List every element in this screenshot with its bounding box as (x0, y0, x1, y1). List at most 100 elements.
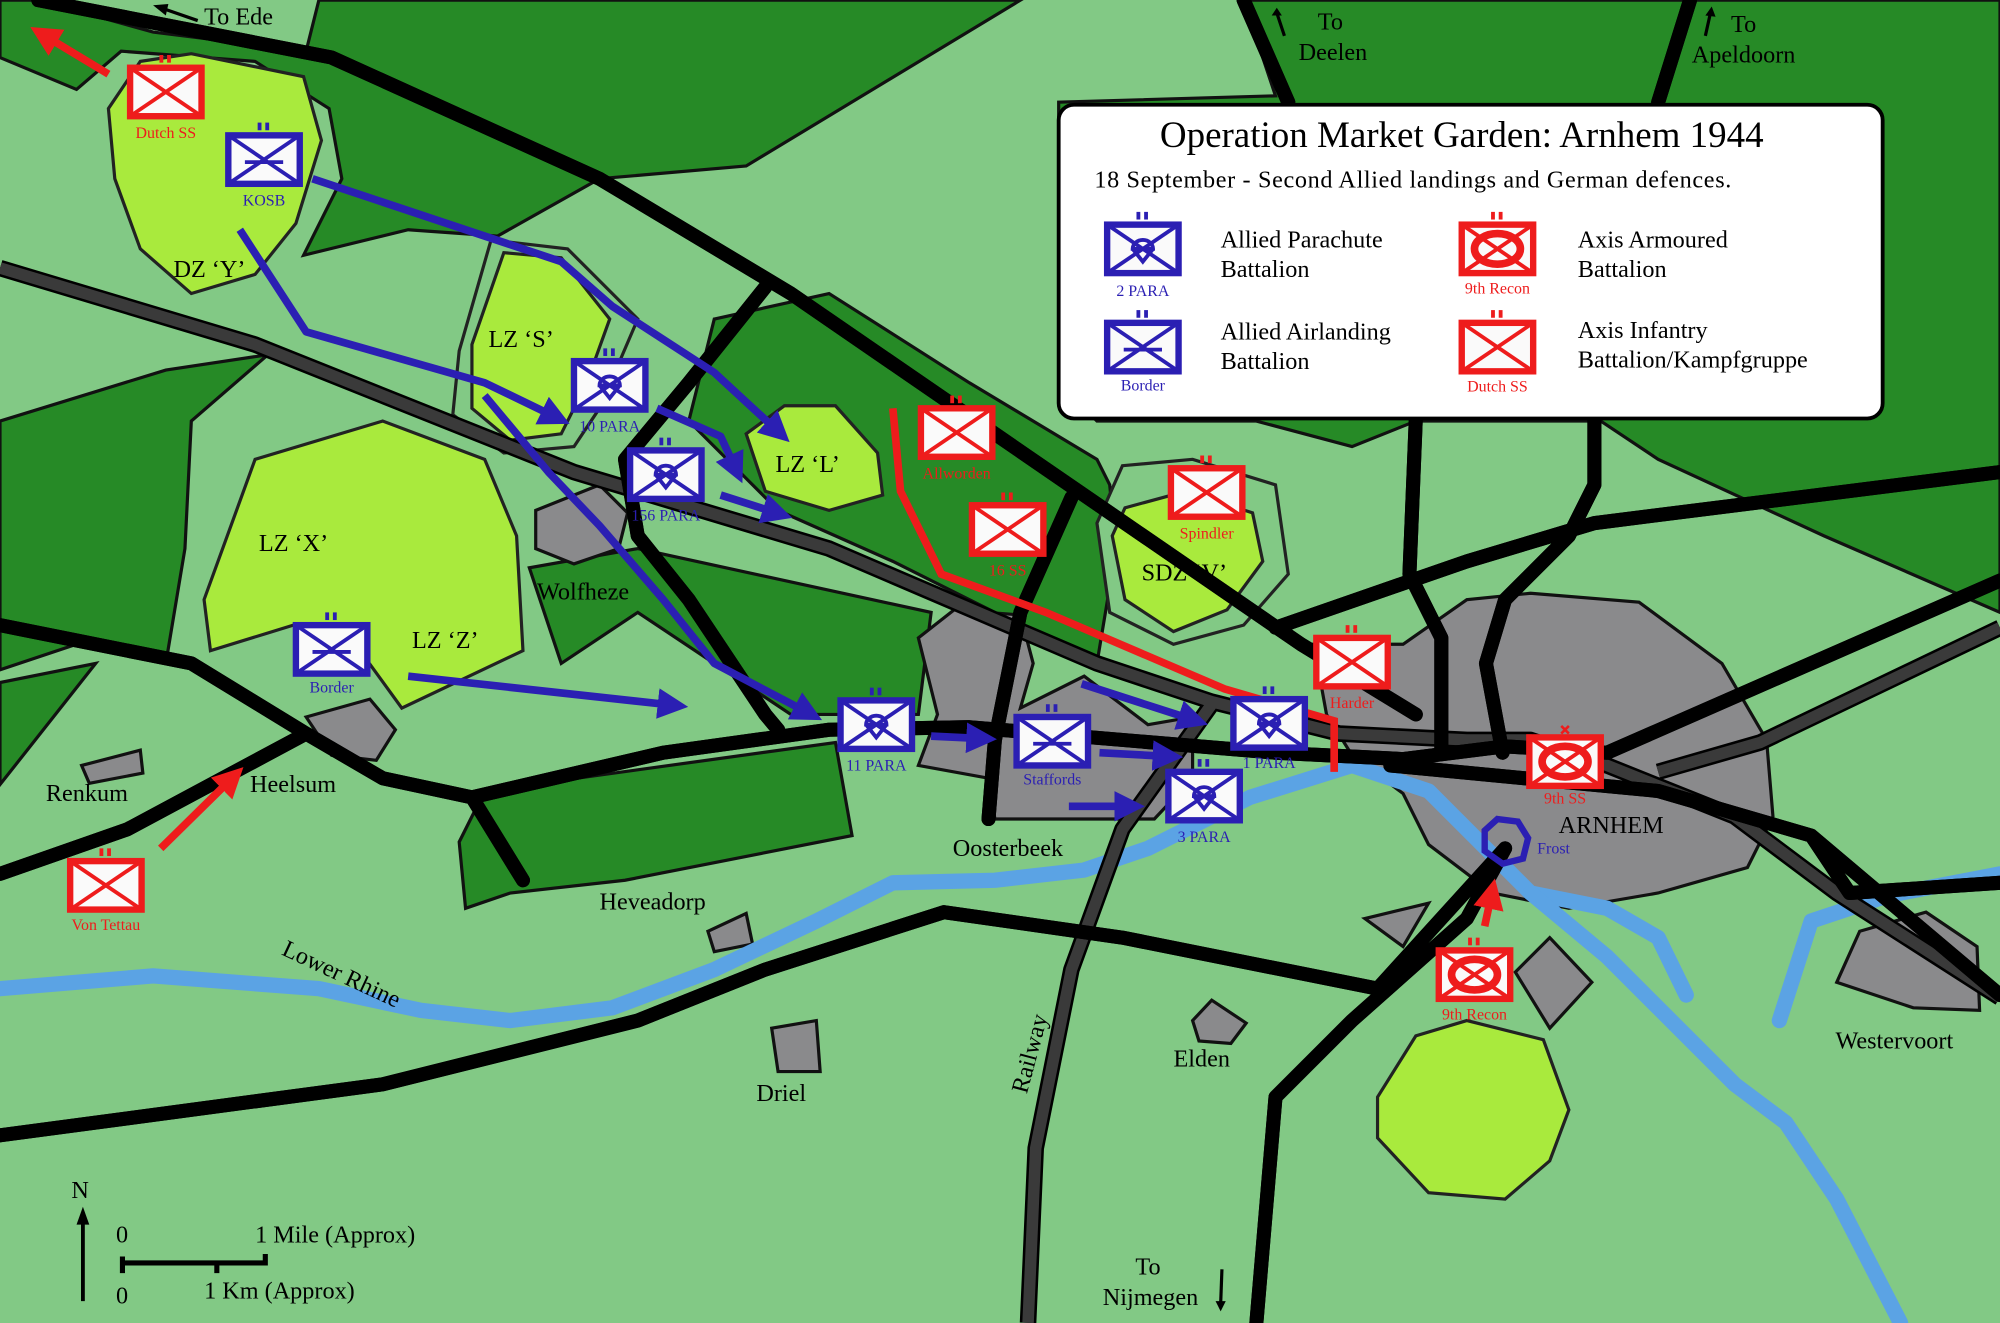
legend-text: Battalion/Kampfgruppe (1578, 346, 1808, 373)
label-oosterbeek: Oosterbeek (953, 835, 1064, 862)
zone-labels: DZ ‘Y’ LZ ‘S’ LZ ‘L’ LZ ‘X’ LZ ‘Z’ SDZ ‘… (173, 256, 1227, 654)
unit-staffords: Staffords (1017, 704, 1088, 789)
unit-label: 1 PARA (1243, 755, 1296, 772)
unit-label: 16 SS (989, 562, 1027, 579)
scale-km: 1 Km (Approx) (204, 1278, 355, 1305)
bridge-position-icon (1481, 815, 1532, 868)
label-to-deelen: Deelen (1299, 39, 1368, 66)
label-heveadorp: Heveadorp (599, 889, 705, 916)
legend-axis-infantry: Dutch SS Axis Infantry Battalion/Kampfgr… (1462, 310, 1808, 396)
unit-kosb: KOSB (228, 123, 299, 210)
unit-16-ss: 16 SS (972, 492, 1043, 579)
label-to-nijmegen: Nijmegen (1103, 1284, 1199, 1311)
unit-label: 9th SS (1544, 791, 1586, 808)
legend-sample-label: Border (1121, 377, 1166, 394)
north-label: N (71, 1177, 89, 1204)
unit-label: Von Tettau (72, 917, 141, 934)
legend-sample-label: Dutch SS (1467, 379, 1528, 396)
scale-mile: 1 Mile (Approx) (255, 1221, 415, 1248)
axis-armoured-icon (1529, 737, 1600, 785)
axis-movement-arrows (30, 26, 1504, 927)
label-heelsum: Heelsum (250, 771, 336, 798)
town-elden (1190, 998, 1249, 1046)
direction-labels: To Ede To Deelen To Apeldoorn To Nijmege… (153, 3, 1796, 1312)
label-renkum: Renkum (46, 780, 128, 807)
label-to-apeldoorn-to: To (1731, 11, 1756, 38)
legend-text: Battalion (1221, 256, 1310, 283)
allied-movement-arrows (236, 175, 1209, 822)
unit-156-para: 156 PARA (630, 438, 701, 525)
unit-label: Harder (1330, 695, 1375, 712)
unit-10-para: 10 PARA (574, 348, 645, 435)
unit-label: Border (309, 680, 354, 697)
legend-sample-label: 9th Recon (1465, 281, 1530, 298)
unit-label: 9th Recon (1442, 1006, 1507, 1023)
label-westervoort: Westervoort (1835, 1028, 1953, 1055)
label-sdz-v: SDZ ‘V’ (1142, 560, 1227, 587)
legend-text: Allied Parachute (1221, 227, 1383, 254)
scale-zero-km: 0 (116, 1283, 128, 1310)
town-arnhem-south (1513, 935, 1595, 1031)
unit-allworden: Allworden (921, 396, 992, 482)
legend-allied-airlanding: Border Allied Airlanding Battalion (1107, 310, 1391, 394)
legend-text: Battalion (1221, 348, 1310, 375)
unit-dutch-ss: Dutch SS (130, 55, 201, 142)
label-to-deelen-to: To (1318, 8, 1343, 35)
label-to-nijmegen-to: To (1135, 1253, 1160, 1280)
legend-axis-armoured: 9th Recon Axis Armoured Battalion (1462, 212, 1728, 298)
legend-text: Battalion (1578, 256, 1667, 283)
units: Dutch SS KOSB 10 PARA 156 PARA Border Al… (70, 55, 1601, 1023)
legend-panel: Operation Market Garden: Arnhem 1944 18 … (1056, 102, 1885, 421)
map-title: Operation Market Garden: Arnhem 1944 (1160, 114, 1764, 155)
unit-label: KOSB (243, 193, 286, 210)
scale-and-north: N 0 1 Mile (Approx) 0 1 Km (Approx) (71, 1177, 415, 1310)
scale-zero-mile: 0 (116, 1221, 128, 1248)
label-arnhem: ARNHEM (1559, 812, 1664, 839)
place-labels: Wolfheze Renkum Heelsum Oosterbeek Hevea… (46, 579, 1954, 1107)
unit-1-para: 1 PARA (1233, 686, 1304, 772)
unit-label: Dutch SS (135, 125, 196, 142)
unit-label: Spindler (1180, 525, 1235, 542)
label-lz-x: LZ ‘X’ (259, 530, 328, 557)
label-lz-l: LZ ‘L’ (776, 451, 840, 478)
label-wolfheze: Wolfheze (537, 579, 629, 606)
label-dz-y: DZ ‘Y’ (173, 256, 245, 283)
town-small (1361, 900, 1432, 949)
legend-text: Axis Infantry (1578, 317, 1709, 344)
label-driel: Driel (756, 1080, 806, 1107)
woods-west (0, 352, 274, 672)
unit-frost: Frost (1481, 815, 1571, 868)
unit-label: Allworden (923, 465, 991, 482)
label-to-ede: To Ede (204, 3, 273, 30)
zone-lz-x (202, 419, 525, 711)
woods-northwest (0, 0, 1024, 258)
unit-3-para: 3 PARA (1168, 759, 1239, 846)
unit-9th-recon: 9th Recon (1439, 938, 1510, 1023)
town-westervoort (1834, 910, 1982, 1013)
label-elden: Elden (1173, 1045, 1230, 1072)
north-arrow-icon (76, 1206, 90, 1225)
axis-defence-line (889, 407, 1339, 772)
unit-label: 11 PARA (846, 758, 907, 775)
legend-text: Axis Armoured (1578, 227, 1728, 254)
town-renkum (79, 748, 145, 786)
label-to-apeldoorn: Apeldoorn (1692, 42, 1796, 69)
unit-11-para: 11 PARA (841, 688, 912, 775)
label-lz-z: LZ ‘Z’ (412, 627, 479, 654)
legend-text: Allied Airlanding (1221, 318, 1391, 345)
unit-label: 10 PARA (579, 418, 640, 435)
unit-label: Frost (1537, 840, 1570, 857)
label-lz-s: LZ ‘S’ (489, 326, 554, 353)
unit-9th-ss: 9th SS (1529, 725, 1600, 808)
town-driel (769, 1018, 822, 1074)
unit-von-tettau: Von Tettau (70, 848, 141, 934)
unit-label: 156 PARA (631, 508, 700, 525)
legend-sample-label: 2 PARA (1116, 283, 1169, 300)
legend-allied-parachute: 2 PARA Allied Parachute Battalion (1107, 212, 1383, 300)
unit-label: Staffords (1023, 772, 1081, 789)
unit-border: Border (296, 612, 367, 697)
map-subtitle: 18 September - Second Allied landings an… (1094, 167, 1732, 194)
unit-spindler: Spindler (1171, 456, 1242, 542)
unit-harder: Harder (1316, 625, 1387, 712)
